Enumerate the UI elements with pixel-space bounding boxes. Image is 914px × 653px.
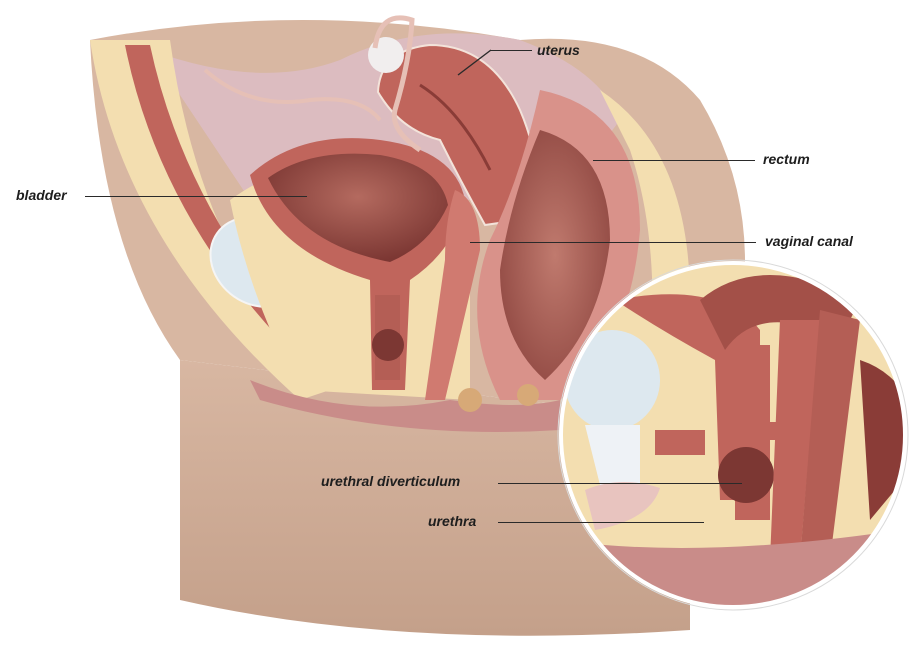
leader-line-urethral-diverticulum (498, 483, 742, 485)
leader-line-bladder (85, 196, 307, 198)
label-bladder: bladder (16, 187, 67, 203)
vaginal-canal (425, 190, 480, 400)
leader-line-uterus (490, 50, 532, 52)
label-urethral-diverticulum: urethral diverticulum (321, 473, 461, 489)
leader-line-rectum (593, 160, 755, 162)
label-rectum: rectum (763, 151, 810, 167)
sphincter (458, 388, 482, 412)
magnified-inset (557, 259, 909, 611)
leader-line-urethra (498, 522, 704, 524)
label-urethra: urethra (428, 513, 477, 529)
leader-line-vaginal-canal (470, 242, 756, 244)
label-vaginal-canal: vaginal canal (765, 233, 853, 249)
sphincter (517, 384, 539, 406)
bladder (250, 138, 465, 390)
uterus (203, 15, 536, 227)
abdominal-wall (90, 40, 330, 400)
leader-line-uterus-diagonal (457, 49, 492, 76)
label-uterus: uterus (537, 42, 580, 58)
perineum (250, 380, 560, 432)
